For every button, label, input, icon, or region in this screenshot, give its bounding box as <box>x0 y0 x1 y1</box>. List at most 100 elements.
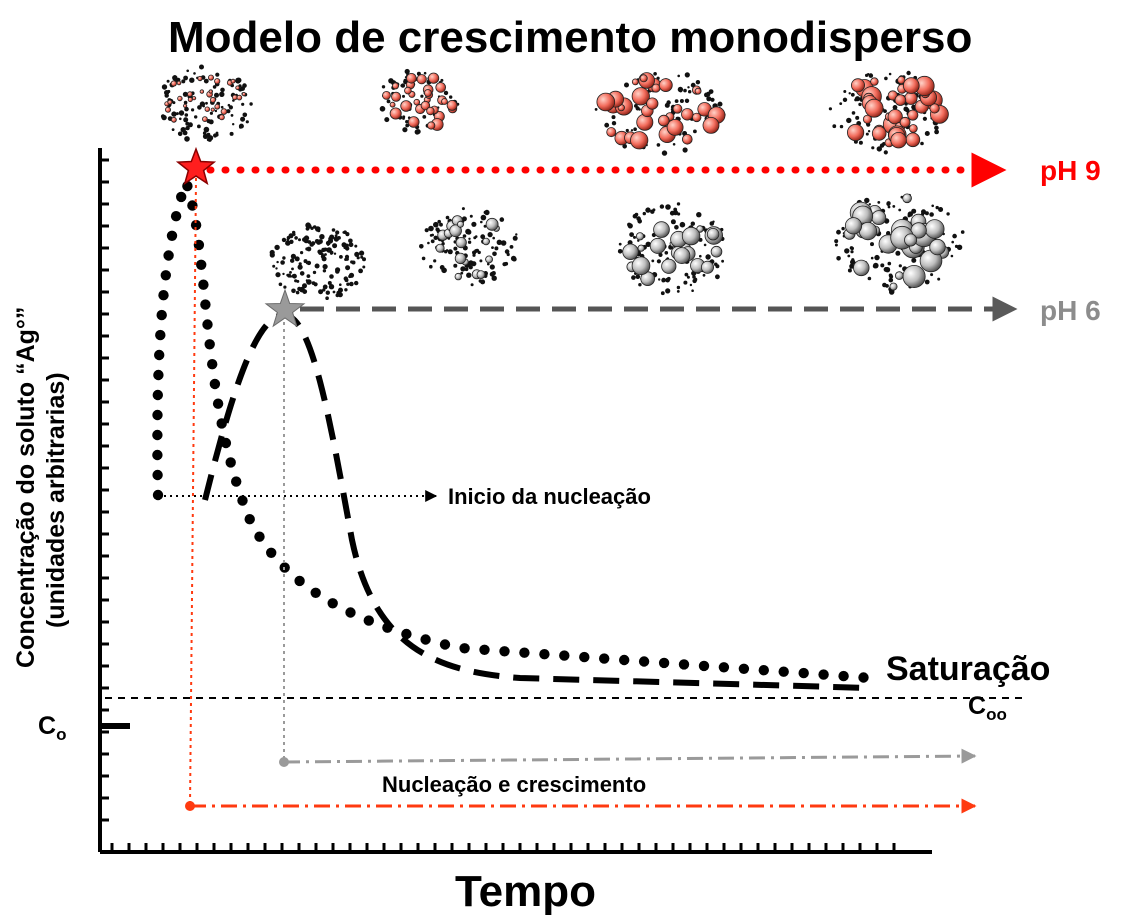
particle <box>844 217 863 235</box>
particle <box>924 219 945 239</box>
particle-speck <box>854 98 858 102</box>
particle <box>230 78 236 84</box>
particle-speck <box>867 276 872 281</box>
particle-speck <box>276 260 279 264</box>
particle-speck <box>362 257 366 262</box>
particle-speck <box>721 259 724 263</box>
particle-speck <box>506 252 510 257</box>
particle-speck <box>679 99 684 103</box>
particle-speck <box>422 115 427 119</box>
particle-speck <box>282 272 285 276</box>
ph9-curve-dot <box>818 669 829 680</box>
ph6-cluster-3 <box>622 221 724 287</box>
particle <box>631 78 639 86</box>
particle-speck <box>461 207 465 211</box>
particle-speck <box>669 210 675 216</box>
particle-speck <box>867 73 870 76</box>
particle <box>870 77 879 86</box>
particle-speck <box>453 263 458 268</box>
particle-speck <box>839 124 844 129</box>
ph9-curve-dot <box>212 398 224 409</box>
particle <box>208 89 213 94</box>
particle-speck <box>219 93 223 96</box>
particle-speck <box>326 243 330 246</box>
particle-speck <box>480 234 486 240</box>
particle-speck <box>489 271 495 277</box>
particle-speck <box>240 86 246 91</box>
particle-speck <box>847 268 852 273</box>
particle-speck <box>171 128 175 132</box>
particle-speck <box>167 89 171 94</box>
ph9-cluster-3 <box>596 72 726 150</box>
ph9-cluster-1 <box>164 74 246 123</box>
particle-speck <box>205 101 208 105</box>
particle-speck <box>924 279 930 285</box>
particle-speck <box>414 129 420 135</box>
particle-speck <box>283 285 287 289</box>
ph9-cluster-4 <box>846 75 949 149</box>
ph9-curve-dot <box>439 639 451 650</box>
particle-speck <box>684 272 689 277</box>
ph9-curve-dot <box>638 656 650 667</box>
particle-speck <box>286 273 290 277</box>
particle-speck <box>290 258 295 263</box>
particle-speck <box>864 197 870 204</box>
particle-speck <box>491 275 497 281</box>
particle-speck <box>487 262 490 266</box>
particle-speck <box>207 135 214 141</box>
particle-speck <box>298 238 301 242</box>
particle-speck <box>709 221 715 226</box>
particle-speck <box>299 271 305 276</box>
axes <box>98 148 932 854</box>
particle <box>177 95 183 102</box>
particle-speck <box>185 125 190 131</box>
particle-speck <box>232 123 235 126</box>
particle-speck <box>474 235 478 238</box>
particle-speck <box>191 108 195 112</box>
particle-speck <box>269 252 275 258</box>
particle <box>382 91 391 100</box>
particle <box>187 97 193 103</box>
particle <box>241 92 246 97</box>
particle-speck <box>617 249 623 254</box>
particle <box>232 94 238 101</box>
particle <box>681 226 701 246</box>
particle-speck <box>934 129 939 135</box>
particle-speck <box>659 204 665 209</box>
particle <box>485 217 499 231</box>
particle <box>681 134 693 145</box>
particle-speck <box>920 141 924 146</box>
particle-speck <box>880 263 885 268</box>
ph6-label: pH 6 <box>1040 295 1101 326</box>
particle <box>482 237 490 246</box>
particle-speck <box>444 250 448 254</box>
particle <box>183 103 188 108</box>
particle-speck <box>624 82 629 88</box>
particle-speck <box>935 205 939 210</box>
particle-speck <box>184 136 190 142</box>
particle <box>871 126 887 141</box>
particle-speck <box>314 239 320 244</box>
particle <box>406 73 417 84</box>
particle-speck <box>297 286 302 291</box>
particle-speck <box>630 129 634 132</box>
particle-speck <box>642 211 646 216</box>
particle-speck <box>161 84 168 90</box>
particle-speck <box>320 252 324 256</box>
particle-speck <box>437 219 442 224</box>
ph9-curve-dot <box>153 369 164 381</box>
particle-speck <box>289 271 292 274</box>
particle-speck <box>333 252 337 255</box>
particle-speck <box>851 111 856 115</box>
particle <box>902 264 926 288</box>
particle-speck <box>692 278 697 284</box>
ph9-curve-dot <box>152 469 163 481</box>
particle-speck <box>305 261 309 265</box>
particle-speck <box>462 234 467 238</box>
particle-speck <box>302 237 307 242</box>
particle-speck <box>440 78 444 82</box>
particle-speck <box>512 256 517 262</box>
particle-speck <box>286 238 290 241</box>
particle-speck <box>622 144 627 149</box>
particle-speck <box>325 296 329 301</box>
